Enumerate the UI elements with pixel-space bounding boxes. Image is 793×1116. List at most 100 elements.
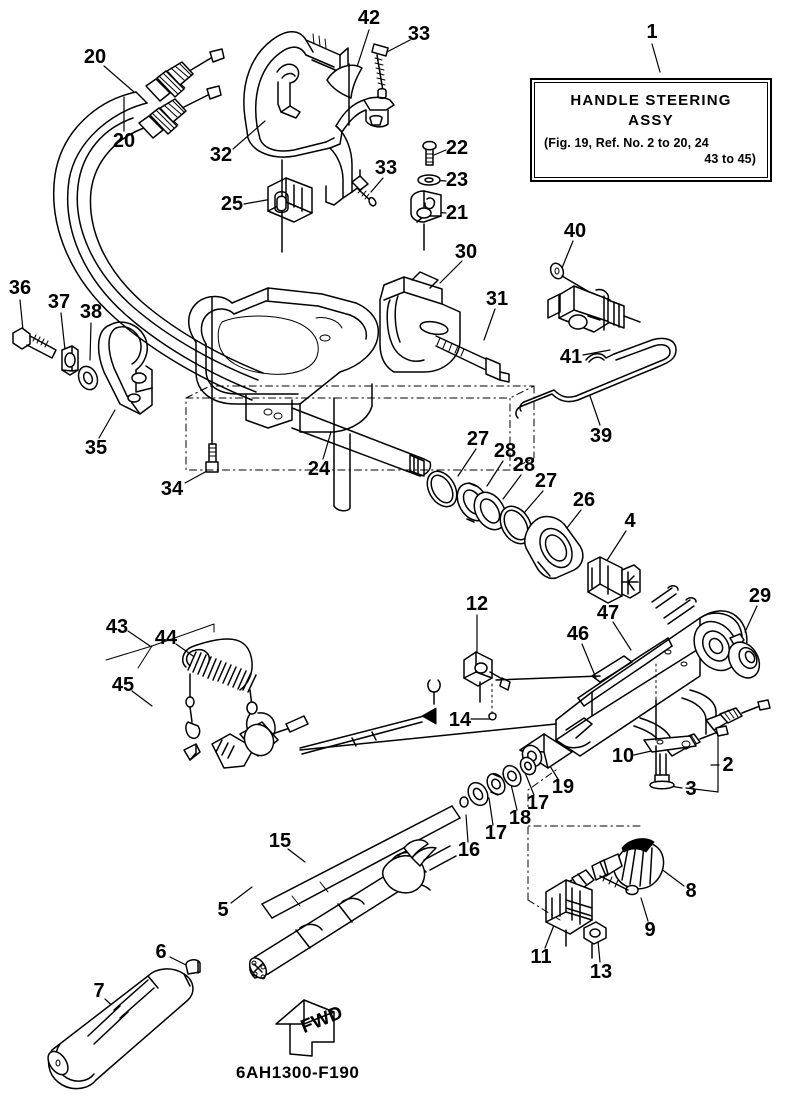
callout-26: 26 xyxy=(572,489,596,511)
main-steering-bracket-body xyxy=(185,287,535,512)
leader-line-43 xyxy=(127,630,151,647)
leader-line-22 xyxy=(433,149,447,156)
leader-line-15 xyxy=(287,848,306,863)
callout-43: 43 xyxy=(105,616,129,638)
part-34-bolt xyxy=(205,297,219,473)
title-line-4: 43 to 45) xyxy=(704,152,756,167)
leader-line-16 xyxy=(465,814,469,843)
callout-46: 46 xyxy=(566,623,590,645)
part-31-bolt xyxy=(435,335,510,383)
callout-36: 36 xyxy=(8,277,32,299)
leader-line-44 xyxy=(175,643,194,657)
leader-line-42 xyxy=(355,29,370,71)
callout-8: 8 xyxy=(685,880,697,902)
callout-35: 35 xyxy=(84,437,108,459)
ring-stack xyxy=(426,470,641,604)
leader-line-39 xyxy=(589,395,601,426)
callout-6: 6 xyxy=(155,941,167,963)
title-box: HANDLE STEERING ASSY (Fig. 19, Ref. No. … xyxy=(530,78,772,182)
leader-line-45 xyxy=(131,690,153,707)
callout-28a: 28 xyxy=(493,440,517,462)
callout-18: 18 xyxy=(508,807,532,829)
callout-30: 30 xyxy=(454,241,478,263)
callout-27b: 27 xyxy=(534,470,558,492)
leader-line-13 xyxy=(597,940,601,963)
callout-1: 1 xyxy=(646,21,658,43)
part-12-14 xyxy=(299,651,601,755)
leader-line-38 xyxy=(89,322,92,361)
leader-line-28a xyxy=(486,460,504,487)
leader-line-47 xyxy=(612,621,632,651)
part-21-clamp xyxy=(410,190,442,251)
leader-line-46 xyxy=(581,643,597,679)
leader-line-24 xyxy=(322,431,332,460)
bracket-foot-right xyxy=(325,96,395,206)
part-35-bracket xyxy=(97,321,153,415)
fwd-arrow-icon: FWD xyxy=(275,999,346,1057)
part-42-cover xyxy=(326,63,363,126)
leader-line-9 xyxy=(640,897,649,922)
callout-22: 22 xyxy=(445,137,469,159)
callout-15: 15 xyxy=(268,830,292,852)
part-23-washer xyxy=(417,174,441,186)
callout-14: 14 xyxy=(448,709,472,731)
leader-line-41 xyxy=(582,349,611,356)
part-25-cable-holder xyxy=(267,159,313,253)
part-38-washer xyxy=(77,365,99,391)
drawing-number: 6AH1300-F190 xyxy=(236,1063,360,1082)
callout-44: 44 xyxy=(154,627,178,649)
callout-20b: 20 xyxy=(112,130,136,152)
callout-33b: 33 xyxy=(374,157,398,179)
part-33-screw-lower xyxy=(351,175,377,207)
callout-41: 41 xyxy=(559,346,583,368)
leader-line-27b xyxy=(523,490,544,514)
callout-19: 19 xyxy=(551,776,575,798)
callout-31: 31 xyxy=(485,288,509,310)
callout-40: 40 xyxy=(563,220,587,242)
part-6-plug xyxy=(185,959,201,975)
part-20-throttle-cables xyxy=(53,48,264,401)
leader-line-40 xyxy=(561,240,574,269)
part-33-screw-upper xyxy=(371,43,389,99)
callout-11: 11 xyxy=(530,946,552,968)
callout-39: 39 xyxy=(589,425,613,447)
leader-line-5 xyxy=(230,886,253,904)
title-line-2: ASSY xyxy=(628,111,674,129)
part-10-bracket xyxy=(643,699,697,753)
part-36-bolt xyxy=(12,327,57,359)
part-5-steering-shaft xyxy=(248,839,457,980)
callout-42: 42 xyxy=(357,7,381,29)
callout-16: 16 xyxy=(457,839,481,861)
callout-47: 47 xyxy=(596,602,620,624)
callout-45: 45 xyxy=(111,674,135,696)
callout-23: 23 xyxy=(445,169,469,191)
leader-line-37 xyxy=(60,312,66,351)
leader-line-29 xyxy=(744,605,758,633)
callout-29: 29 xyxy=(748,585,772,607)
callout-20a: 20 xyxy=(83,46,107,68)
leader-line-6 xyxy=(169,956,189,967)
part-40-41-39-assembly xyxy=(515,262,677,419)
callout-28b: 28 xyxy=(512,454,536,476)
part-30-cover xyxy=(379,271,461,373)
part-32-handle-bracket xyxy=(243,31,367,158)
callout-3: 3 xyxy=(685,778,697,800)
callout-5: 5 xyxy=(217,899,229,921)
callout-37: 37 xyxy=(47,291,71,313)
leader-line-32 xyxy=(232,120,266,150)
leader-line-35 xyxy=(98,409,116,439)
part-7-grip xyxy=(47,968,194,1090)
leader-line-34 xyxy=(184,470,208,484)
leader-line-17b xyxy=(488,797,494,826)
part-3-bolt xyxy=(649,745,675,790)
leader-line-20a xyxy=(103,65,135,93)
leader-line-31 xyxy=(483,308,496,341)
leader-line-36 xyxy=(19,299,24,331)
callout-32: 32 xyxy=(209,144,233,166)
callout-12: 12 xyxy=(465,593,489,615)
callout-4: 4 xyxy=(624,510,636,532)
callout-17b: 17 xyxy=(484,822,508,844)
leader-line-28b xyxy=(502,474,522,500)
